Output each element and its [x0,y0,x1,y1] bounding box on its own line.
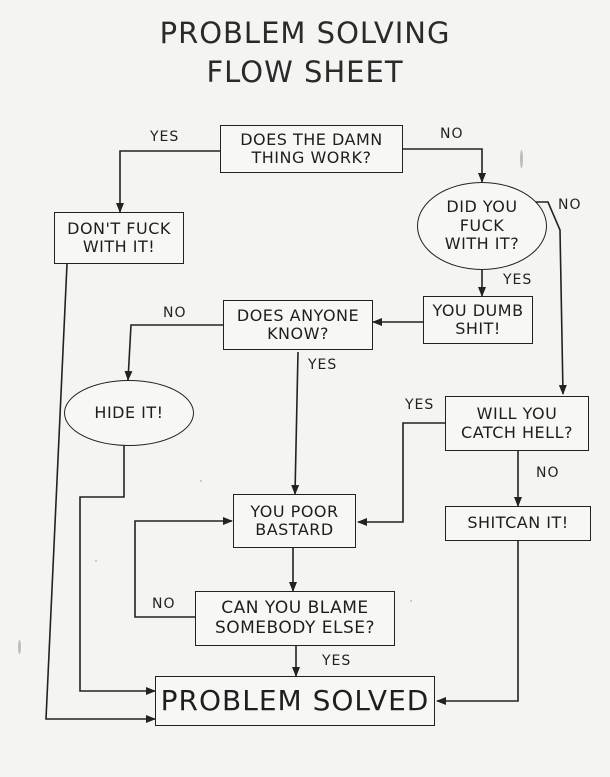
node-does-it-work: DOES THE DAMN THING WORK? [220,125,403,173]
edge-touch-no [530,201,567,395]
node-hide-it: HIDE IT! [64,380,194,446]
photocopy-speck [410,600,412,602]
node-problem-solved: PROBLEM SOLVED [155,676,435,726]
photocopy-speck [200,480,202,482]
node-anyone-know: DOES ANYONE KNOW? [223,300,373,350]
edge-donttouch-solved [45,263,156,723]
edge-label-know-yes: YES [308,357,338,373]
edge-blame-no [134,517,233,618]
edge-label-blame-no: NO [152,596,176,612]
edge-work-yes [116,150,220,213]
edge-hell-yes [357,422,445,526]
page-title-line1: PROBLEM SOLVING [159,16,451,50]
edge-label-touch-yes: YES [503,272,533,288]
edge-shitcan-solved [436,541,519,705]
edge-label-blame-yes: YES [322,653,352,669]
node-poor-bastard: YOU POOR BASTARD [233,494,356,548]
edge-label-hell-no: NO [536,465,560,481]
edge-label-work-yes: YES [150,129,180,145]
edge-label-know-no: NO [163,305,187,321]
edge-label-work-no: NO [440,126,464,142]
photocopy-speck [520,150,523,168]
photocopy-speck [95,560,97,562]
node-catch-hell: WILL YOU CATCH HELL? [445,396,589,451]
edge-hide-solved [79,446,156,695]
edge-label-touch-no: NO [558,197,582,213]
node-did-you-touch: DID YOU FUCK WITH IT? [417,182,547,270]
page-title-line2: FLOW SHEET [206,55,404,89]
edge-work-no [403,148,486,183]
node-shitcan: SHITCAN IT! [445,506,591,541]
edge-label-hell-yes: YES [405,397,435,413]
edge-know-no [124,324,223,381]
node-dont-touch: DON'T FUCK WITH IT! [54,212,184,264]
node-blame: CAN YOU BLAME SOMEBODY ELSE? [195,591,395,646]
node-dumb: YOU DUMB SHIT! [423,296,533,344]
edge-know-yes [291,351,300,495]
photocopy-speck [18,640,21,654]
